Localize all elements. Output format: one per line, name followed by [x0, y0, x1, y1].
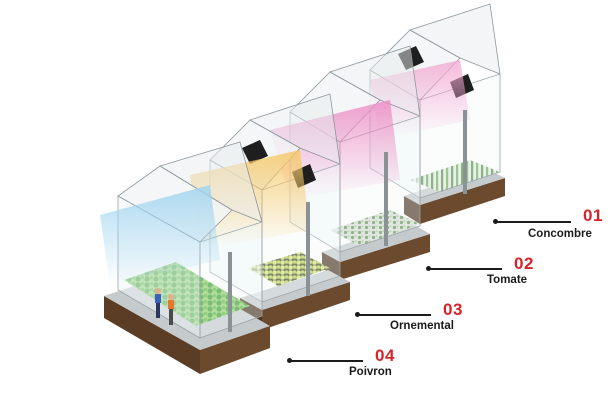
soil-side [404, 196, 420, 224]
support-pole [306, 202, 310, 296]
worker-figure [168, 294, 174, 325]
leader-line [291, 360, 363, 362]
roof-right [409, 3, 501, 75]
soil-side [322, 252, 340, 280]
roof-vent [242, 140, 268, 164]
soil-block [200, 326, 270, 374]
support-pole [463, 110, 467, 194]
leader-dot [426, 266, 431, 271]
worker-figure [155, 288, 161, 318]
callout-label: Tomate [487, 274, 528, 286]
callout-label: Ornemental [390, 320, 454, 332]
leader-line [497, 221, 571, 223]
grow-light-glow [100, 185, 220, 285]
floor [322, 222, 430, 262]
support-pole [384, 152, 388, 246]
soil-block [420, 178, 505, 224]
soil-block [340, 234, 430, 280]
soil-block [262, 282, 350, 330]
leader-dot [355, 312, 360, 317]
roof-right [329, 45, 421, 117]
callout-number: 01 [583, 206, 603, 225]
callout-label: Concombre [528, 228, 592, 240]
leader-line [430, 268, 502, 270]
leader-line [359, 314, 431, 316]
roof-right [249, 93, 341, 165]
callout-number: 04 [375, 346, 395, 365]
crop-field [410, 160, 500, 192]
leader-dot [287, 358, 292, 363]
greenhouse-ornemental [190, 93, 350, 330]
crop-field [330, 210, 420, 246]
callout-label: Poivron [349, 366, 392, 378]
soil-side [104, 296, 200, 374]
callout-number: 02 [514, 254, 534, 273]
callout-number: 03 [443, 300, 463, 319]
support-pole [228, 252, 232, 332]
leader-dot [493, 219, 498, 224]
greenhouse-poivron [100, 141, 270, 374]
